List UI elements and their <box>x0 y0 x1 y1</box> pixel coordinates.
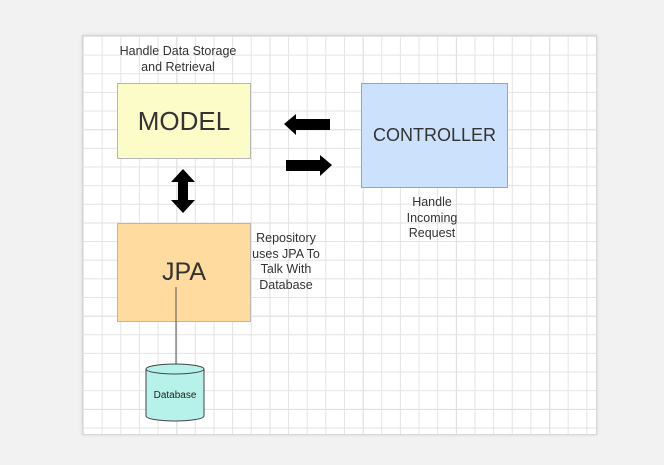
arrow-left-icon[interactable] <box>284 114 330 135</box>
model-box[interactable]: MODEL <box>117 83 251 159</box>
jpa-box[interactable]: JPA <box>117 223 251 322</box>
database-cylinder-icon[interactable] <box>145 363 205 422</box>
arrow-right-icon[interactable] <box>286 155 332 176</box>
double-arrow-vertical-icon[interactable] <box>171 169 195 213</box>
database-label: Database <box>153 390 197 401</box>
model-note[interactable]: Handle Data Storage and Retrieval <box>119 44 237 74</box>
controller-note[interactable]: Handle Incoming Request <box>406 195 458 240</box>
model-label: MODEL <box>137 105 231 136</box>
controller-label: CONTROLLER <box>372 125 497 145</box>
controller-box[interactable]: CONTROLLER <box>361 83 508 188</box>
jpa-label: JPA <box>162 258 206 286</box>
jpa-note[interactable]: Repository uses JPA To Talk With Databas… <box>252 231 320 292</box>
